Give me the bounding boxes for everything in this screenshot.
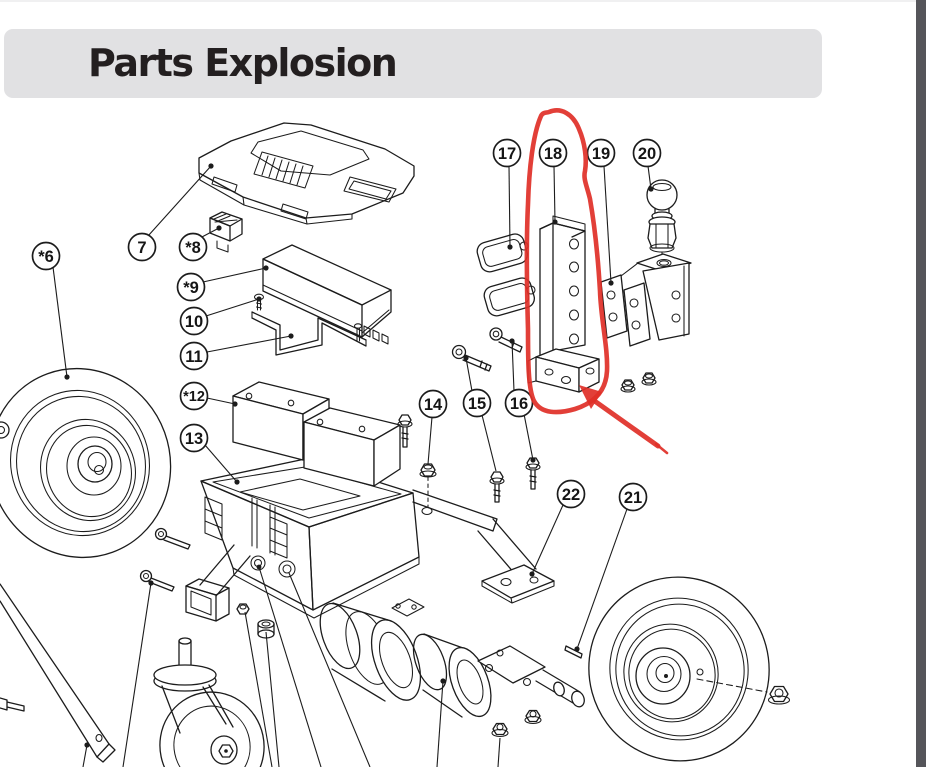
callout-label-x8: *8: [185, 239, 201, 257]
red-arrow-head: [579, 385, 602, 409]
part-side-beam: [0, 583, 116, 763]
leader-dot-13: [234, 479, 240, 485]
leader-line-19: [603, 165, 612, 284]
leader-line-7: [147, 165, 212, 237]
callout-leaders: [52, 163, 654, 652]
part-hitch-bar: [527, 215, 600, 393]
leader-dot-22: [529, 571, 535, 577]
part-offset-bracket: [600, 262, 651, 347]
callout-11: [179, 341, 209, 371]
part-strap-bracket: [251, 311, 367, 356]
callout-label-22: 22: [562, 486, 580, 504]
callout-label-11: 11: [185, 348, 202, 366]
callout-14: [418, 389, 448, 419]
callout-label-x6: *6: [38, 248, 54, 266]
leader-dot-7: [208, 163, 214, 169]
leader-line-21: [576, 508, 628, 650]
leader-dot-18: [552, 219, 558, 225]
leader-line-18: [553, 165, 556, 223]
callout-22: [556, 479, 586, 509]
callout-label-x12: *12: [183, 389, 205, 405]
leader-dot-16: [509, 338, 515, 344]
leader-line-x6: [52, 266, 68, 378]
leader-line-x9: [202, 267, 267, 283]
leader-line-15: [481, 414, 497, 472]
leader-line-15: [465, 357, 473, 392]
part-hood-cover: [198, 122, 415, 225]
callout-7: [127, 232, 157, 262]
page-title: Parts Explosion: [88, 41, 398, 85]
leader-dot-21: [574, 646, 580, 652]
leader-dot-x6: [64, 374, 70, 380]
header-band: Parts Explosion: [4, 29, 822, 98]
cutoff-leader-lines: [82, 564, 501, 767]
leader-line-x12: [206, 397, 236, 405]
callout-label-18: 18: [544, 145, 562, 163]
leader-line-13: [204, 444, 238, 483]
leader-dot-19: [608, 280, 614, 286]
callout-label-19: 19: [592, 145, 610, 163]
callout-label-17: 17: [498, 145, 516, 163]
leader-line-22: [531, 504, 564, 575]
callout-label-21: 21: [624, 489, 642, 507]
leader-dot-17: [507, 244, 513, 250]
page-edge-bar: [916, 0, 926, 767]
red-arrow-tail: [654, 442, 669, 455]
part-chassis-tub: [185, 458, 555, 622]
leader-line-11: [206, 335, 292, 353]
callout-label-10: 10: [185, 313, 203, 331]
part-roller-assembly: [319, 598, 585, 718]
leader-line-17: [508, 165, 511, 248]
part-right-wheel: [564, 576, 791, 762]
leader-dot-11: [288, 333, 294, 339]
callout-label-20: 20: [638, 145, 656, 163]
leader-line-10: [205, 298, 260, 317]
callout-21: [618, 482, 648, 512]
callout-x6: [31, 241, 61, 271]
callout-x8: [178, 232, 208, 262]
callout-label-x9: *9: [183, 279, 199, 297]
part-hardware: [0, 327, 657, 738]
part-caster: [153, 637, 265, 767]
callout-x9: [176, 272, 206, 302]
callout-label-13: 13: [185, 430, 203, 448]
part-switch: [209, 211, 243, 253]
leader-line-20: [647, 165, 652, 190]
part-handle-clamps: [476, 233, 536, 317]
callout-circles: *6 7 *8 *9 10 11 *12 13 14 15 16 17 18 19 20 21 22: [31, 138, 662, 512]
leader-line-16: [523, 413, 534, 461]
part-roll-pin: [564, 645, 583, 659]
part-controller-box: [262, 244, 392, 345]
callout-label-7: 7: [137, 239, 146, 257]
part-ball-mount: [636, 179, 692, 341]
red-oval: [524, 108, 610, 415]
callout-label-16: 16: [510, 395, 528, 413]
leader-line-x8: [199, 227, 220, 239]
part-left-wheel: [0, 367, 172, 559]
callout-15: [462, 388, 492, 418]
callout-label-14: 14: [424, 396, 443, 414]
callout-13: [179, 423, 209, 453]
red-arrow-shaft: [593, 399, 661, 449]
callout-10: [179, 306, 209, 336]
callout-18: [538, 138, 568, 168]
leader-dot-20: [648, 186, 654, 192]
callout-20: [632, 138, 662, 168]
page-top-rule: [0, 0, 926, 2]
part-batteries: [232, 381, 401, 487]
leader-dot-x8: [216, 225, 222, 231]
leader-dot-x12: [232, 401, 238, 407]
leader-line-16: [511, 340, 515, 392]
leader-dot-10: [256, 296, 262, 302]
callout-label-15: 15: [468, 395, 486, 413]
callout-17: [492, 138, 522, 168]
red-annotation: [524, 108, 669, 455]
callout-x12: [179, 381, 209, 411]
leader-dot-15: [463, 355, 469, 361]
leader-dot-x9: [263, 265, 269, 271]
leader-line-14: [427, 416, 433, 465]
leader-dot-16: [530, 457, 536, 463]
